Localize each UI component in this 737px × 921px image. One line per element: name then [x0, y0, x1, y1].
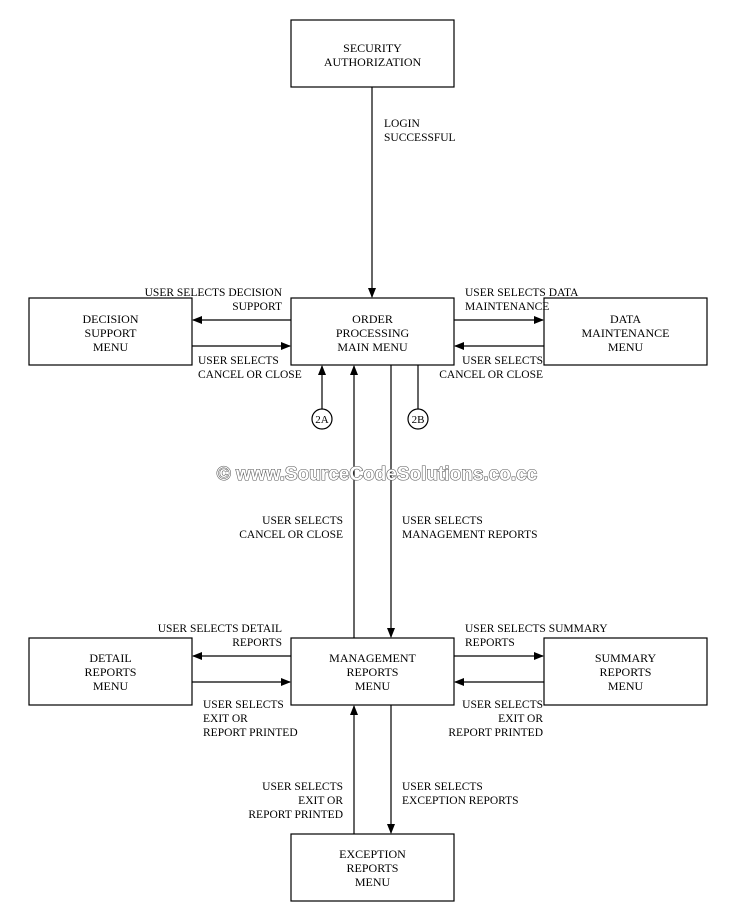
- box-exception-line2: REPORTS: [347, 861, 399, 875]
- label-select-decision-support: USER SELECTS DECISION SUPPORT: [145, 287, 283, 313]
- label-login-successful: LOGIN SUCCESSFUL: [384, 118, 456, 144]
- label-exception-exit-line2: EXIT OR: [298, 795, 343, 807]
- label-summary-exit: USER SELECTS EXIT OR REPORT PRINTED: [448, 699, 543, 739]
- box-mgmt-line3: MENU: [355, 679, 391, 693]
- box-order-processing-main-menu: ORDER PROCESSING MAIN MENU: [290, 297, 455, 366]
- label-detail-exit: USER SELECTS EXIT OR REPORT PRINTED: [203, 699, 298, 739]
- box-security-authorization: SECURITY AUTHORIZATION: [290, 19, 455, 88]
- box-mgmt-line2: REPORTS: [347, 665, 399, 679]
- box-mgmt-line1: MANAGEMENT: [329, 651, 416, 665]
- label-data-cancel-line2: CANCEL OR CLOSE: [439, 369, 543, 381]
- label-select-decision-line1: USER SELECTS DECISION: [145, 287, 283, 299]
- box-security-line2: AUTHORIZATION: [324, 55, 422, 69]
- label-data-cancel-line1: USER SELECTS: [462, 355, 543, 367]
- label-select-exception-line2: EXCEPTION REPORTS: [402, 795, 519, 807]
- label-mgmt-cancel-line1: USER SELECTS: [262, 515, 343, 527]
- label-select-summary-reports: USER SELECTS SUMMARY REPORTS: [465, 623, 608, 649]
- box-exception-reports-menu: EXCEPTION REPORTS MENU: [290, 833, 455, 902]
- label-summary-exit-line2: EXIT OR: [498, 713, 543, 725]
- box-data-line1: DATA: [610, 312, 641, 326]
- box-summary-line2: REPORTS: [600, 665, 652, 679]
- box-exception-line3: MENU: [355, 875, 391, 889]
- label-select-summary-line2: REPORTS: [465, 637, 515, 649]
- connector-2b: 2B: [407, 408, 429, 430]
- box-order-line2: PROCESSING: [336, 326, 410, 340]
- label-select-detail-reports: USER SELECTS DETAIL REPORTS: [158, 623, 282, 649]
- watermark: © www.SourceCodeSolutions.co.cc: [217, 464, 538, 485]
- label-select-detail-line2: REPORTS: [232, 637, 282, 649]
- label-detail-exit-line2: EXIT OR: [203, 713, 248, 725]
- label-decision-cancel-line1: USER SELECTS: [198, 355, 279, 367]
- label-detail-exit-line1: USER SELECTS: [203, 699, 284, 711]
- box-summary-line3: MENU: [608, 679, 644, 693]
- box-data-line2: MAINTENANCE: [582, 326, 670, 340]
- arrows: [192, 87, 544, 834]
- label-data-cancel: USER SELECTS CANCEL OR CLOSE: [439, 355, 543, 381]
- label-select-mgmt-line2: MANAGEMENT REPORTS: [402, 529, 538, 541]
- box-decision-line2: SUPPORT: [85, 326, 138, 340]
- box-detail-line2: REPORTS: [85, 665, 137, 679]
- label-select-exception-reports: USER SELECTS EXCEPTION REPORTS: [402, 781, 519, 807]
- box-detail-reports-menu: DETAIL REPORTS MENU: [28, 637, 193, 706]
- label-decision-cancel: USER SELECTS CANCEL OR CLOSE: [198, 355, 302, 381]
- label-select-mgmt-line1: USER SELECTS: [402, 515, 483, 527]
- box-decision-line3: MENU: [93, 340, 129, 354]
- box-order-line3: MAIN MENU: [337, 340, 408, 354]
- box-detail-line3: MENU: [93, 679, 129, 693]
- label-exception-exit: USER SELECTS EXIT OR REPORT PRINTED: [248, 781, 343, 821]
- box-summary-line1: SUMMARY: [595, 651, 657, 665]
- box-detail-line1: DETAIL: [89, 651, 131, 665]
- box-security-line1: SECURITY: [343, 41, 402, 55]
- box-order-line1: ORDER: [352, 312, 393, 326]
- box-summary-reports-menu: SUMMARY REPORTS MENU: [543, 637, 708, 706]
- connector-2a-label: 2A: [315, 414, 329, 426]
- box-decision-support-menu: DECISION SUPPORT MENU: [28, 297, 193, 366]
- label-select-detail-line1: USER SELECTS DETAIL: [158, 623, 282, 635]
- label-login-line1: LOGIN: [384, 118, 420, 130]
- label-mgmt-cancel-line2: CANCEL OR CLOSE: [239, 529, 343, 541]
- label-select-data-line1: USER SELECTS DATA: [465, 287, 579, 299]
- box-management-reports-menu: MANAGEMENT REPORTS MENU: [290, 637, 455, 706]
- label-select-data-line2: MAINTENANCE: [465, 301, 549, 313]
- box-data-maintenance-menu: DATA MAINTENANCE MENU: [543, 297, 708, 366]
- label-login-line2: SUCCESSFUL: [384, 132, 456, 144]
- connector-2a: 2A: [311, 408, 333, 430]
- label-summary-exit-line1: USER SELECTS: [462, 699, 543, 711]
- label-select-management-reports: USER SELECTS MANAGEMENT REPORTS: [402, 515, 538, 541]
- box-exception-line1: EXCEPTION: [339, 847, 406, 861]
- label-exception-exit-line3: REPORT PRINTED: [248, 809, 343, 821]
- label-select-data-maintenance: USER SELECTS DATA MAINTENANCE: [465, 287, 579, 313]
- label-decision-cancel-line2: CANCEL OR CLOSE: [198, 369, 302, 381]
- label-mgmt-cancel: USER SELECTS CANCEL OR CLOSE: [239, 515, 343, 541]
- label-select-decision-line2: SUPPORT: [232, 301, 282, 313]
- label-select-summary-line1: USER SELECTS SUMMARY: [465, 623, 608, 635]
- label-select-exception-line1: USER SELECTS: [402, 781, 483, 793]
- label-summary-exit-line3: REPORT PRINTED: [448, 727, 543, 739]
- label-detail-exit-line3: REPORT PRINTED: [203, 727, 298, 739]
- box-data-line3: MENU: [608, 340, 644, 354]
- label-exception-exit-line1: USER SELECTS: [262, 781, 343, 793]
- connector-2b-label: 2B: [412, 414, 425, 426]
- box-decision-line1: DECISION: [83, 312, 139, 326]
